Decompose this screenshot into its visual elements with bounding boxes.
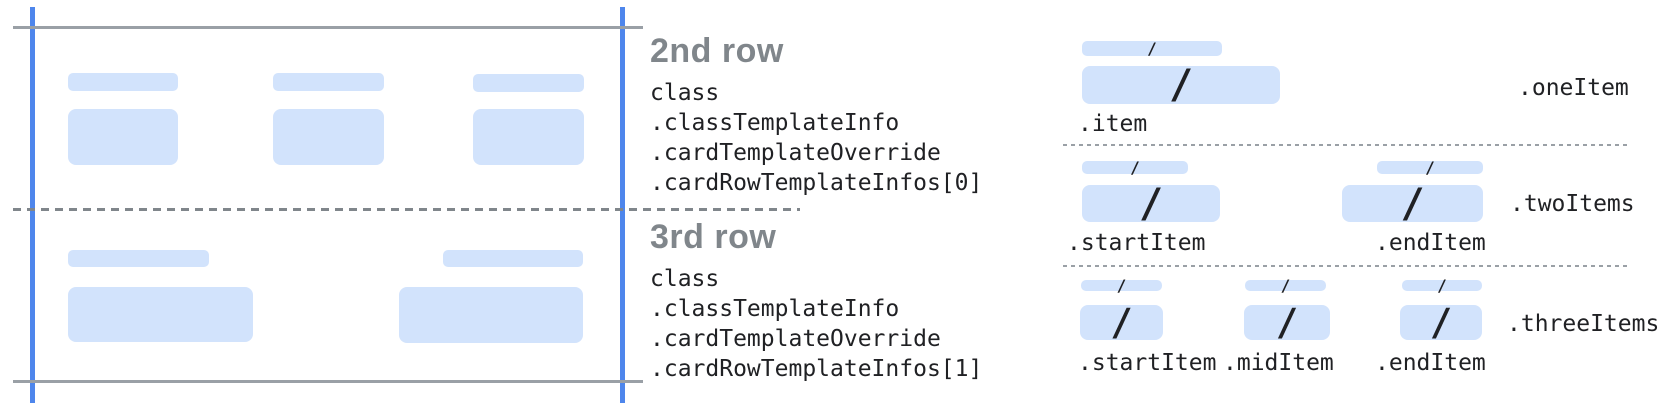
- item-label-bar: /: [1082, 157, 1188, 177]
- item-label-bar: /: [1377, 157, 1483, 177]
- class-path-line: class: [650, 80, 720, 106]
- row3-col2-label-bar: [443, 250, 583, 267]
- slash-glyph: /: [1437, 275, 1447, 295]
- row3-col2-value-block: [399, 287, 583, 343]
- row2-col1-value-block: [68, 109, 178, 165]
- item-name-label: .startItem: [1078, 350, 1217, 376]
- row3-annotation: 3rd row class .classTemplateInfo .cardTe…: [650, 218, 982, 384]
- row3-col1-value-block: [68, 287, 253, 342]
- row2-col1-label-bar: [68, 73, 178, 91]
- row3-heading: 3rd row: [650, 218, 777, 256]
- item-value-bar: /: [1342, 180, 1483, 227]
- slash-glyph: /: [1130, 157, 1140, 177]
- item-name-label: .endItem: [1375, 350, 1486, 376]
- row2-col3-label-bar: [473, 74, 584, 92]
- class-path-line: .cardTemplateOverride: [650, 326, 941, 352]
- row2-col2-label-bar: [273, 73, 384, 91]
- row2-heading: 2nd row: [650, 32, 784, 70]
- row2-annotation: 2nd row class .classTemplateInfo .cardTe…: [650, 32, 982, 198]
- card-left-edge-line: [30, 7, 35, 403]
- slash-glyph: /: [1429, 301, 1453, 344]
- card-right-edge-line: [620, 7, 625, 403]
- slash-glyph: /: [1275, 301, 1299, 344]
- class-path-line: .cardRowTemplateInfos[1]: [650, 356, 983, 382]
- template-separator-dashed-line: [1063, 144, 1628, 146]
- card-bottom-rule-line: [13, 380, 643, 383]
- slash-glyph: /: [1138, 180, 1164, 227]
- class-path-line: .cardTemplateOverride: [650, 140, 941, 166]
- slash-glyph: /: [1168, 62, 1194, 108]
- item-label-bar: /: [1245, 275, 1326, 295]
- row2-col3-value-block: [473, 109, 584, 165]
- item-value-bar: /: [1400, 301, 1482, 344]
- row-divider-dashed-line: [13, 208, 800, 211]
- item-label-bar: /: [1402, 275, 1482, 295]
- item-label-bar: /: [1081, 275, 1162, 295]
- item-value-bar: /: [1244, 301, 1330, 344]
- slash-glyph: /: [1425, 157, 1435, 177]
- template-name-label: .threeItems: [1507, 311, 1660, 337]
- item-name-label: .item: [1078, 111, 1148, 137]
- item-name-label: .startItem: [1067, 230, 1206, 256]
- card-top-rule-line: [13, 26, 643, 29]
- item-name-label: .midItem: [1223, 350, 1334, 376]
- item-value-bar: /: [1082, 180, 1220, 227]
- class-path-line: class: [650, 266, 720, 292]
- template-name-label: .oneItem: [1518, 75, 1629, 101]
- template-name-label: .twoItems: [1510, 191, 1635, 217]
- item-value-bar: /: [1082, 62, 1280, 108]
- slash-glyph: /: [1110, 301, 1133, 344]
- item-label-bar: /: [1082, 38, 1222, 58]
- class-path-line: .classTemplateInfo: [650, 110, 900, 136]
- item-name-label: .endItem: [1375, 230, 1486, 256]
- slash-glyph: /: [1147, 38, 1157, 58]
- template-separator-dashed-line: [1063, 265, 1628, 267]
- row2-col2-value-block: [273, 109, 384, 165]
- item-value-bar: /: [1080, 301, 1163, 344]
- row3-col1-label-bar: [68, 250, 209, 267]
- slash-glyph: /: [1280, 275, 1291, 295]
- class-path-line: .classTemplateInfo: [650, 296, 900, 322]
- slash-glyph: /: [1400, 180, 1425, 227]
- class-path-line: .cardRowTemplateInfos[0]: [650, 170, 983, 196]
- slash-glyph: /: [1116, 275, 1127, 295]
